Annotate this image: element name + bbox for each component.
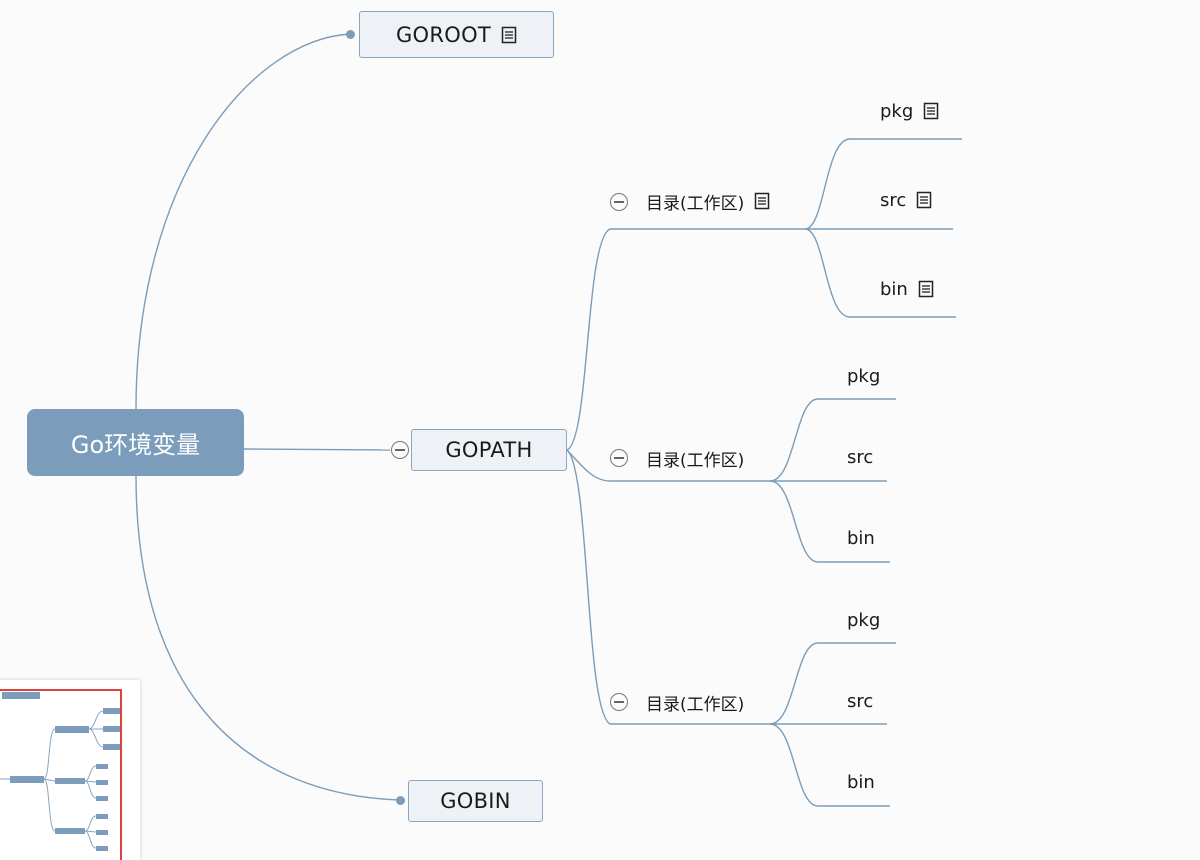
workspace-2-child-src[interactable]: src bbox=[847, 445, 873, 469]
collapse-icon-workspace-2[interactable] bbox=[610, 449, 628, 467]
note-icon[interactable] bbox=[916, 191, 932, 209]
workspace-3-child-pkg[interactable]: pkg bbox=[847, 608, 880, 632]
child-label: bin bbox=[847, 771, 875, 793]
collapse-icon-workspace-1[interactable] bbox=[610, 193, 628, 211]
workspace-3-child-src[interactable]: src bbox=[847, 689, 873, 713]
minimap-viewport[interactable] bbox=[0, 689, 122, 860]
child-label: src bbox=[880, 189, 907, 211]
child-label: pkg bbox=[880, 100, 914, 122]
collapse-icon-workspace-3[interactable] bbox=[610, 693, 628, 711]
workspace-1-child-pkg[interactable]: pkg bbox=[880, 99, 939, 123]
child-label: src bbox=[847, 690, 874, 712]
goroot-topic[interactable]: GOROOT bbox=[359, 11, 554, 58]
workspace-2-child-bin[interactable]: bin bbox=[847, 526, 875, 550]
workspace-2-label: 目录(工作区) bbox=[646, 450, 745, 471]
note-icon[interactable] bbox=[918, 280, 934, 298]
child-label: pkg bbox=[847, 365, 881, 387]
connector-dot-goroot bbox=[346, 30, 355, 39]
gobin-topic[interactable]: GOBIN bbox=[408, 780, 543, 822]
workspace-2-child-pkg[interactable]: pkg bbox=[847, 364, 880, 388]
root-topic[interactable]: Go环境变量 bbox=[27, 409, 244, 476]
note-icon[interactable] bbox=[754, 192, 770, 210]
workspace-1-label: 目录(工作区) bbox=[646, 193, 745, 214]
gopath-topic[interactable]: GOPATH bbox=[411, 429, 567, 471]
workspace-3-topic[interactable]: 目录(工作区) bbox=[646, 690, 745, 715]
child-label: bin bbox=[847, 527, 875, 549]
child-label: bin bbox=[880, 278, 908, 300]
child-label: pkg bbox=[847, 609, 881, 631]
workspace-1-child-bin[interactable]: bin bbox=[880, 277, 934, 301]
workspace-3-child-bin[interactable]: bin bbox=[847, 770, 875, 794]
workspace-3-label: 目录(工作区) bbox=[646, 694, 745, 715]
minimap-panel[interactable] bbox=[0, 680, 140, 860]
connector-dot-gobin bbox=[396, 796, 405, 805]
note-icon[interactable] bbox=[501, 26, 517, 44]
gobin-label: GOBIN bbox=[440, 789, 511, 813]
child-label: src bbox=[847, 446, 874, 468]
root-topic-label: Go环境变量 bbox=[70, 431, 201, 459]
goroot-label: GOROOT bbox=[395, 22, 492, 47]
note-icon[interactable] bbox=[923, 102, 939, 120]
collapse-icon-gopath[interactable] bbox=[391, 441, 409, 459]
gopath-label: GOPATH bbox=[445, 438, 533, 462]
workspace-1-child-src[interactable]: src bbox=[880, 188, 932, 212]
workspace-2-topic[interactable]: 目录(工作区) bbox=[646, 446, 745, 471]
workspace-1-topic[interactable]: 目录(工作区) bbox=[646, 189, 770, 214]
